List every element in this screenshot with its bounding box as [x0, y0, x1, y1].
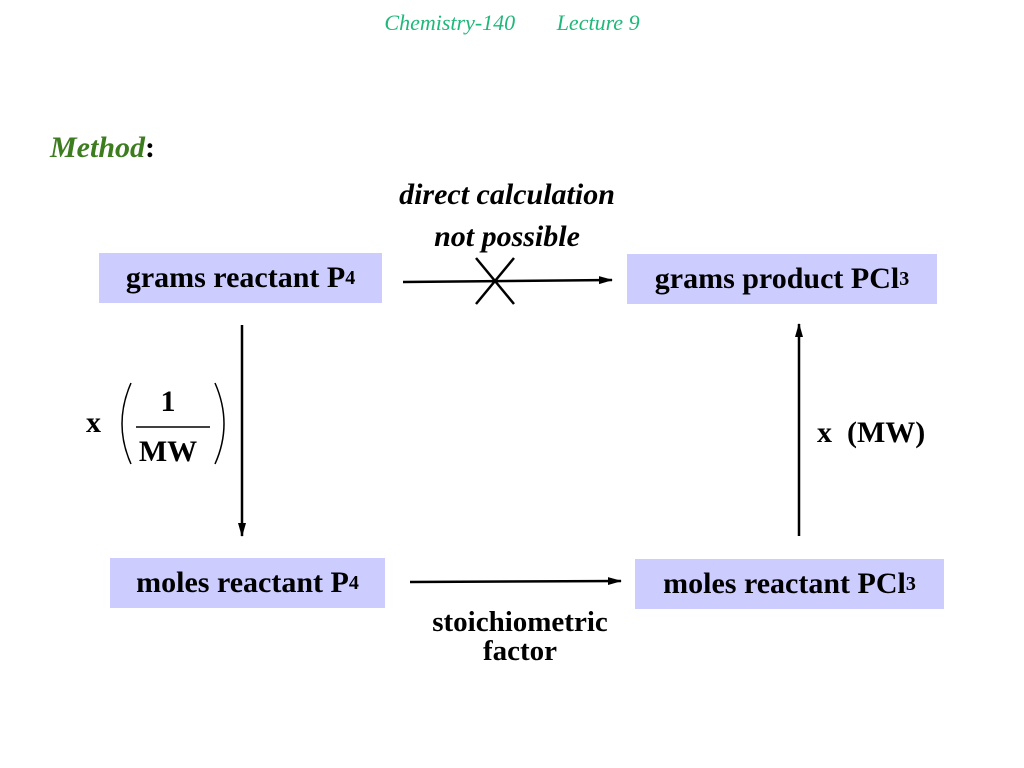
fraction-numerator: 1	[160, 385, 176, 418]
stoich-line1: stoichiometric	[432, 606, 608, 638]
grams-product-text: grams product PCl	[654, 262, 900, 295]
method-heading: Method:	[50, 131, 155, 165]
stoich-line2: factor	[482, 635, 558, 667]
lecture-title: Lecture 9	[556, 10, 640, 35]
stoichiometric-factor-label: stoichiometric factor	[405, 608, 635, 666]
left-multiplier: x	[86, 406, 101, 439]
cross-mark-b	[475, 257, 515, 305]
stoich-arrow	[409, 577, 622, 586]
right-multiplier-label: x (MW)	[817, 416, 926, 449]
left-fraction: 1 MW	[132, 384, 204, 470]
method-label: Method	[50, 131, 146, 164]
grams-reactant-text: grams reactant P	[125, 261, 346, 294]
right-paren	[214, 382, 225, 465]
left-paren	[121, 382, 132, 465]
moles-reactant-text: moles reactant P	[136, 566, 349, 599]
direct-note-line1: direct calculation	[399, 178, 615, 211]
course-title: Chemistry-140	[384, 10, 516, 35]
moles-product-text: moles reactant PCl	[663, 567, 906, 600]
direct-calculation-note: direct calculation not possible	[360, 174, 654, 258]
fraction-denominator: MW	[138, 435, 198, 468]
slide-header: Chemistry-140 Lecture 9	[0, 10, 1024, 36]
direct-arrow	[402, 276, 613, 285]
method-colon: :	[145, 131, 156, 164]
direct-note-line2: not possible	[434, 220, 580, 253]
